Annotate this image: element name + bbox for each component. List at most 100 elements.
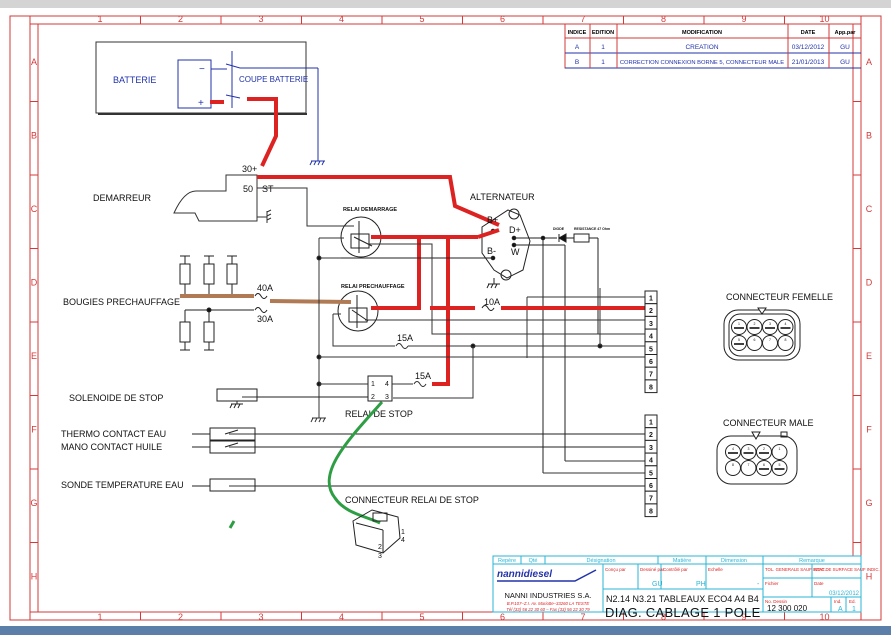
connector-pin-label: 6 [754,338,756,342]
demarreur-label: DEMARREUR [93,193,152,203]
frame-row-label: C [31,204,38,214]
frame-row-label: F [866,425,872,435]
rev-row-b-modification: CORRECTION CONNEXION BORNE 5, CONNECTEUR… [620,60,784,66]
frame-row-label: D [866,278,873,288]
glow-plugs: BOUGIES PRECHAUFFAGE 40A 30A [63,255,273,351]
ground-icon [309,160,325,166]
dessine-par-label: Dessiné par [640,567,665,572]
sonde-label: SONDE TEMPERATURE EAU [61,480,184,490]
glow-plug [203,263,215,285]
tb-header-designation: Désignation [586,558,615,564]
frame-col-label: 10 [819,612,829,622]
terminal-cell [644,503,658,518]
fuse-15a-label: 15A [397,333,413,343]
frame-col-label: 6 [500,612,505,622]
dessine-par-value: GU [652,581,663,588]
frame-col-label: 4 [339,14,344,24]
drawing-frame [9,15,882,621]
connecteur-relai-stop: CONNECTEUR RELAI DE STOP 1 2 3 4 [345,495,479,560]
frame-row-label: H [31,572,38,582]
battery-plus: + [198,98,204,109]
company-name: NANNI INDUSTRIES S.A. [504,591,591,600]
tb-header-repere: Repère [498,558,516,564]
connector-pin [771,460,788,476]
sensors: THERMO CONTACT EAU MANO CONTACT HUILE SO… [61,427,645,492]
no-dessin-label: No. Dessin [765,599,788,604]
frame-row-label: G [30,498,37,508]
relai-stop-pin-1: 1 [371,381,375,388]
revision-table: INDICE EDITION MODIFICATION DATE App.par… [564,23,862,69]
rev-row-a-app: GU [840,44,850,51]
echelle-label: Echelle [708,567,723,572]
connector-pin-label: 1 [738,322,740,326]
rev-header-date: DATE [801,30,816,36]
connector-pin-label: 3 [769,322,771,326]
date-value: 03/12/2012 [829,591,860,597]
tb-header-qte: Qté [529,558,538,564]
rev-row-a-date: 03/12/2012 [792,44,825,51]
terminal-pin-label: 7 [649,496,653,503]
connector-pin-label: 8 [732,463,734,467]
connector-pin [777,319,794,335]
thermo-label: THERMO CONTACT EAU [61,429,166,439]
frame-row-label: B [866,131,872,141]
frame-col-label: 1 [97,14,102,24]
cr-pin-3: 3 [378,553,382,560]
connecteur-male-label: CONNECTEUR MALE [723,418,814,428]
ed-label: Ed. [849,599,856,604]
terminal-pin-label: 6 [649,483,653,490]
terminal-pin-label: 4 [649,458,653,465]
rev-row-a-edition: 1 [601,44,605,51]
relai-stop-label: RELAI DE STOP [345,409,413,419]
frame-col-label: 2 [178,612,183,622]
terminal-pin-label: 6 [649,359,653,366]
tb-header-dimension: Dimension [721,558,747,564]
rev-row-a-modification: CREATION [685,44,718,51]
rev-header-app: App.par [835,30,857,36]
frame-row-label: F [31,425,37,435]
battery-cell [177,59,212,109]
battery-label: BATTERIE [113,75,156,85]
frame-row-label: E [31,351,37,361]
terminal-w: W [511,247,520,257]
fuse-40a-label: 40A [257,283,273,293]
relai-stop-pin-4: 4 [385,381,389,388]
rev-row-a-indice: A [575,44,580,51]
relai-prechauffage-label: RELAI PRECHAUFFAGE [341,284,405,290]
etat-label: ETAT DE SURFACE SAUF INDIC. [814,567,880,572]
frame-col-label: 6 [500,14,505,24]
harness-wiring [229,237,645,487]
frame-col-label: 5 [419,612,424,622]
terminal-pin-label: 1 [649,296,653,303]
fuse-30a-label: 30A [257,314,273,324]
fuse-10a-label: 10A [484,297,500,307]
ind-value: A [838,606,843,613]
frame-col-label: 5 [419,14,424,24]
fuse-15a-stop-label: 15A [415,371,431,381]
connector-pin-label: 4 [785,322,787,326]
tol-label: TOL. GENERALE SAUF INDIC. [765,567,826,572]
power-rail-30 [257,175,500,227]
mano-label: MANO CONTACT HUILE [61,442,162,452]
relai-stop-pin-3: 3 [385,394,389,401]
taskbar-strip [0,626,891,635]
company-logo: nannidiesel [497,569,552,580]
rev-header-edition: EDITION [592,30,614,36]
frame-row-label: A [31,57,37,67]
rev-row-b-date: 21/01/2013 [792,59,825,66]
terminal-b-minus: B- [487,246,496,256]
no-dessin-value: 12 300 020 [767,604,808,613]
terminal-pin-label: 8 [649,508,653,515]
terminal-pin-label: 3 [649,321,653,328]
frame-col-label: 8 [661,612,666,622]
company-phone: Tél (33) 56 22 30 60 – Fax (33) 56 22 30… [506,607,590,612]
glow-plug [226,263,238,285]
connector-pin-label: 3 [748,447,750,451]
fichier-label: Fichier [765,581,779,586]
relai-stop-pin-2: 2 [371,394,375,401]
cr-pin-4: 4 [401,537,405,544]
concu-par-label: Conçu par [605,567,626,572]
